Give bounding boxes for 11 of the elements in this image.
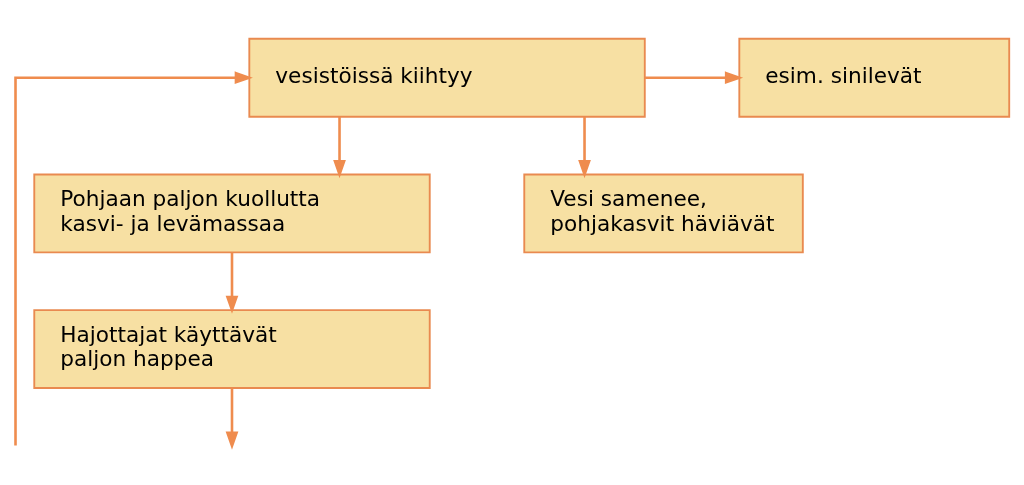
arrow xyxy=(333,116,346,178)
arrow xyxy=(225,252,239,314)
arrow xyxy=(578,116,591,178)
arrow xyxy=(14,70,253,445)
node-box: esim. sinilevät xyxy=(738,37,1011,118)
node-box: Hajottajat käyttävät paljon happea xyxy=(33,308,431,389)
node-box: vesistöissä kiihtyy xyxy=(248,37,646,118)
arrow xyxy=(225,387,239,450)
arrow xyxy=(645,70,744,84)
node-box: Vesi samenee, pohjakasvit häviävät xyxy=(523,173,804,253)
node-box: Pohjaan paljon kuollutta kasvi- ja levämassaa xyxy=(33,173,431,253)
